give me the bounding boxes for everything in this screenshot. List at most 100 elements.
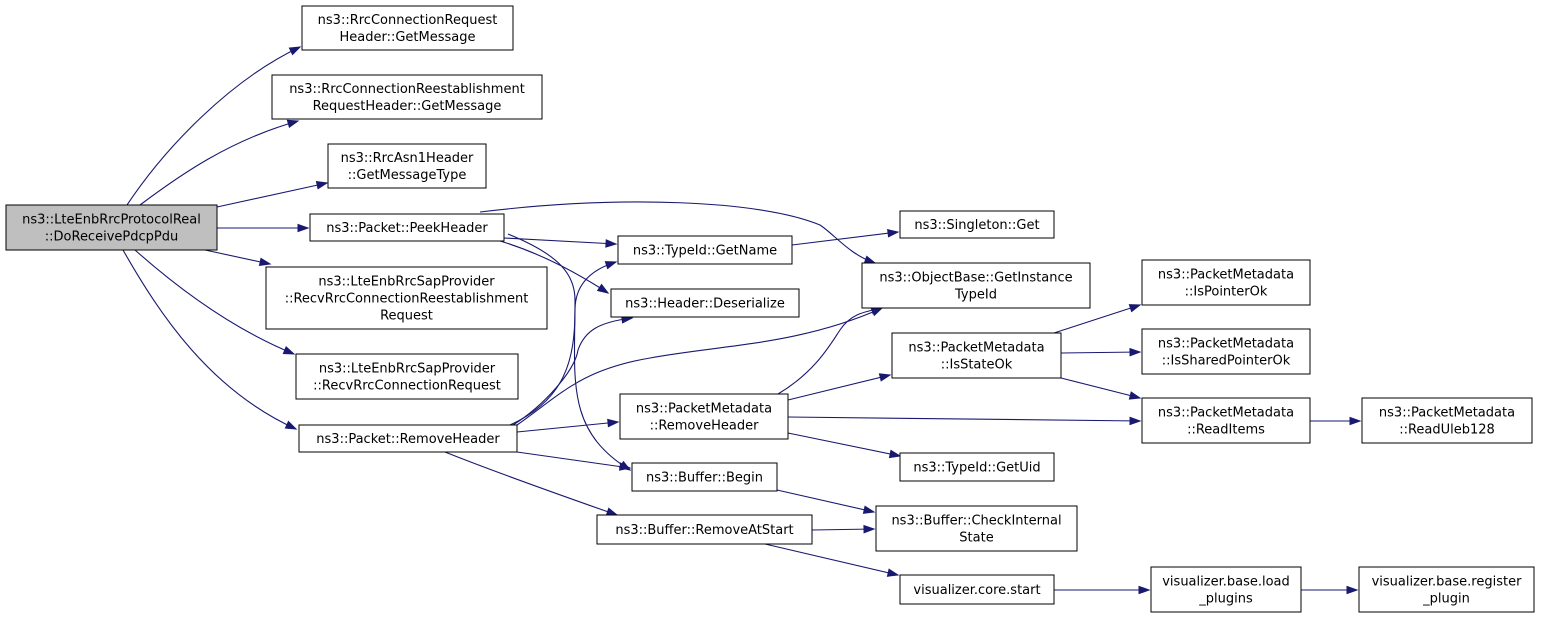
edge-viz_core_start-to-viz_base_load_plugins (1054, 585, 1151, 595)
edge-pm_readitems-to-pm_readuleb128 (1310, 416, 1362, 426)
edge-packet_peekheader-to-typeid_getname (503, 237, 618, 248)
edge-root-to-sap_recv_req (134, 249, 296, 355)
node-label-line: ns3::TypeId::GetName (633, 244, 777, 259)
node-packet_removeheader[interactable]: ns3::Packet::RemoveHeader (298, 424, 518, 453)
edge-root-to-rrc_conn_req_getmsg (126, 46, 302, 206)
node-label-line: visualizer.base.register (1372, 575, 1523, 590)
node-box (5, 204, 218, 251)
node-label-line: ns3::LteEnbRrcSapProvider (319, 362, 496, 377)
edge-packet_removeheader-to-pm_removeheader (516, 418, 620, 433)
edge-packet_peekheader-to-header_deserialize (499, 240, 610, 294)
arrowhead (1349, 416, 1362, 426)
node-buffer_removeatstart[interactable]: ns3::Buffer::RemoveAtStart (596, 514, 813, 545)
arrowhead (1129, 416, 1142, 426)
node-pm_isstateok[interactable]: ns3::PacketMetadata::IsStateOk (891, 332, 1062, 379)
arrowhead (878, 373, 892, 382)
node-box (899, 574, 1055, 605)
edge-buffer_removeatstart-to-buffer_checkinternalstate (811, 524, 876, 534)
edge-pm_isstateok-to-pm_readitems (1060, 377, 1142, 400)
edge-buffer_begin-to-buffer_checkinternalstate (776, 489, 876, 514)
arrowhead (596, 283, 610, 294)
arrowhead (605, 507, 619, 516)
node-label-line: ::DoReceivePdcpPdu (45, 230, 178, 245)
node-pm_readitems[interactable]: ns3::PacketMetadata::ReadItems (1141, 397, 1311, 444)
arrowhead (288, 46, 302, 56)
node-box (617, 235, 793, 265)
node-label-line: ns3::Singleton::Get (914, 218, 1039, 233)
edge-pm_isstateok-to-pm_issharedpointerok (1060, 347, 1142, 357)
node-box (1150, 566, 1302, 613)
node-label-line: ns3::Buffer::Begin (646, 471, 763, 486)
node-header_deserialize[interactable]: ns3::Header::Deserialize (610, 288, 800, 318)
node-box (309, 213, 505, 242)
node-typeid_getuid[interactable]: ns3::TypeId::GetUid (899, 452, 1055, 482)
node-label-line: ns3::Header::Deserialize (625, 297, 785, 312)
node-pm_removeheader[interactable]: ns3::PacketMetadata::RemoveHeader (619, 393, 789, 440)
node-viz_core_start[interactable]: visualizer.core.start (899, 574, 1055, 605)
node-box (1141, 259, 1311, 306)
edge-pm_removeheader-to-pm_readitems (787, 416, 1142, 426)
arrowhead (1128, 391, 1142, 400)
node-viz_base_register_plugin[interactable]: visualizer.base.register _plugin (1358, 566, 1535, 613)
arrowhead (1128, 304, 1142, 313)
arrowhead (605, 239, 618, 248)
node-label-line: ::RecvRrcConnectionRequest (313, 379, 501, 394)
node-box (265, 266, 548, 330)
node-box (1361, 397, 1533, 444)
node-label-line: _plugins (1198, 592, 1253, 607)
node-typeid_getname[interactable]: ns3::TypeId::GetName (617, 235, 793, 265)
edge-root-to-packet_peekheader (217, 223, 310, 233)
node-buffer_begin[interactable]: ns3::Buffer::Begin (631, 462, 778, 492)
node-label-line: ns3::PacketMetadata (1158, 406, 1294, 421)
node-box (295, 353, 519, 400)
edge-typeid_getname-to-singleton_get (791, 228, 900, 246)
node-label-line: ns3::ObjectBase::GetInstance (879, 271, 1072, 286)
edge-root-to-packet_removeheader (122, 249, 298, 430)
node-box (298, 424, 518, 453)
node-box (596, 514, 813, 545)
node-label-line: _plugin (1422, 592, 1470, 607)
node-box (899, 210, 1055, 239)
node-label-line: Request (380, 309, 433, 324)
arrowhead (1138, 585, 1151, 595)
node-sap_recv_req[interactable]: ns3::LteEnbRrcSapProvider::RecvRrcConnec… (295, 353, 519, 400)
edge-root-to-asn1_getmsgtype (216, 181, 329, 208)
nodes-layer: ns3::LteEnbRrcProtocolReal::DoReceivePdc… (5, 5, 1535, 613)
node-rrc_conn_reest_getmsg[interactable]: ns3::RrcConnectionReestablishmentRequest… (271, 74, 543, 120)
arrowhead (1346, 585, 1359, 595)
node-label-line: ns3::PacketMetadata (1379, 406, 1515, 421)
edge-packet_removeheader-to-typeid_getname (509, 261, 618, 426)
node-root[interactable]: ns3::LteEnbRrcProtocolReal::DoReceivePdc… (5, 204, 218, 251)
node-box (327, 143, 487, 189)
node-box (891, 332, 1062, 379)
node-rrc_conn_req_getmsg[interactable]: ns3::RrcConnectionRequestHeader::GetMess… (301, 5, 514, 51)
node-label-line: ns3::PacketMetadata (1158, 337, 1294, 352)
node-label-line: ns3::LteEnbRrcSapProvider (318, 275, 495, 290)
node-singleton_get[interactable]: ns3::Singleton::Get (899, 210, 1055, 239)
node-label-line: ::RecvRrcConnectionReestablishment (285, 292, 529, 307)
node-label-line: ::RemoveHeader (650, 419, 760, 434)
node-pm_readuleb128[interactable]: ns3::PacketMetadata::ReadUleb128 (1361, 397, 1533, 444)
node-box (619, 393, 789, 440)
node-box (1358, 566, 1535, 613)
node-pm_ispointerok[interactable]: ns3::PacketMetadata::IsPointerOk (1141, 259, 1311, 306)
node-label-line: ns3::Buffer::CheckInternal (891, 514, 1061, 529)
node-pm_issharedpointerok[interactable]: ns3::PacketMetadata::IsSharedPointerOk (1141, 328, 1311, 375)
edge-packet_removeheader-to-buffer_begin (516, 451, 632, 471)
node-label-line: ::ReadUleb128 (1399, 423, 1495, 438)
node-viz_base_load_plugins[interactable]: visualizer.base.load_plugins (1150, 566, 1302, 613)
node-label-line: ns3::TypeId::GetUid (913, 461, 1040, 476)
edge-packet_peekheader-to-objectbase_getinstancetypeid (479, 201, 877, 264)
node-asn1_getmsgtype[interactable]: ns3::RrcAsn1Header::GetMessageType (327, 143, 487, 189)
node-packet_peekheader[interactable]: ns3::Packet::PeekHeader (309, 213, 505, 242)
arrowhead (618, 462, 632, 471)
node-box (861, 262, 1091, 309)
arrowhead (887, 228, 900, 238)
node-label-line: ns3::RrcConnectionReestablishment (289, 82, 525, 97)
node-sap_recv_reest[interactable]: ns3::LteEnbRrcSapProvider::RecvRrcConnec… (265, 266, 548, 330)
node-label-line: ns3::RrcAsn1Header (341, 151, 474, 166)
node-label-line: State (959, 531, 993, 546)
